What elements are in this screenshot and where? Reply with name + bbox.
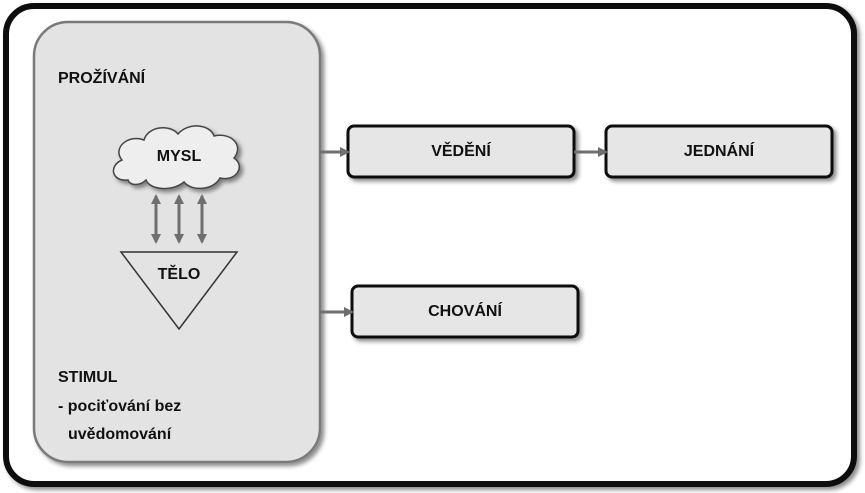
body-triangle [119, 251, 239, 331]
body-label: TĚLO [157, 266, 201, 283]
mind-label: MYSL [156, 148, 202, 165]
experience-panel [32, 20, 322, 464]
mind-cloud [112, 125, 240, 190]
stimulus-line-1: - pociťování bez [58, 398, 182, 415]
action-label: JEDNÁNÍ [683, 142, 755, 160]
stimulus-title: STIMUL [58, 369, 118, 386]
stimulus-line-2: uvědomování [68, 426, 172, 443]
knowledge-label: VĚDĚNÍ [431, 142, 491, 160]
behaviour-label: CHOVÁNÍ [428, 302, 502, 320]
experience-title: PROŽÍVÁNÍ [58, 70, 146, 87]
